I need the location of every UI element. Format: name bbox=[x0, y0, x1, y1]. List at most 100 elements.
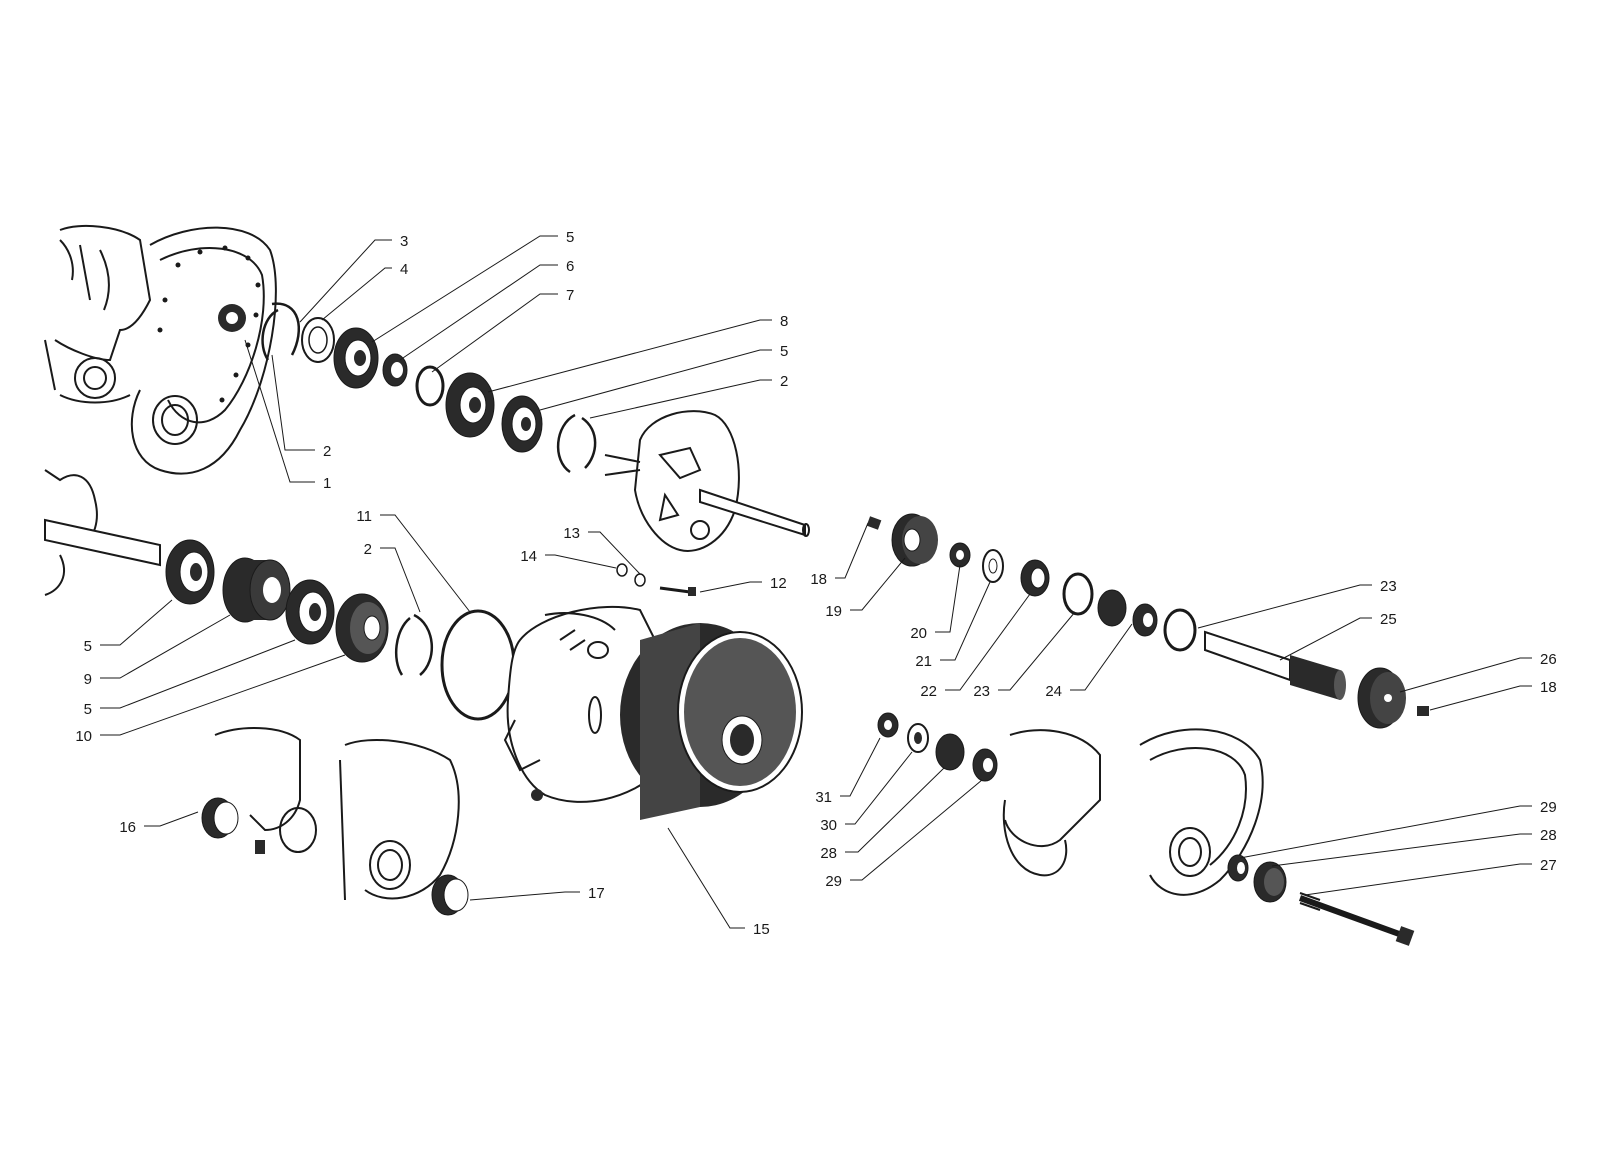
callout-15: 15 bbox=[667, 827, 770, 938]
callout-leader bbox=[399, 264, 558, 361]
callout-leader bbox=[100, 639, 296, 709]
callout-number: 27 bbox=[1540, 857, 1557, 874]
callout-leader bbox=[100, 614, 231, 679]
callout-23: 23 bbox=[973, 611, 1076, 700]
callout-number: 8 bbox=[780, 313, 788, 330]
callout-leader bbox=[850, 557, 906, 611]
callout-number: 14 bbox=[520, 548, 537, 565]
callout-11: 11 bbox=[356, 508, 471, 613]
bearing-5-lower-b bbox=[285, 579, 335, 645]
bearing-5-upper-b bbox=[501, 395, 543, 453]
callout-number: 31 bbox=[815, 789, 832, 806]
generator-housing bbox=[503, 605, 661, 803]
callout-number: 26 bbox=[1540, 651, 1557, 668]
callout-5: 5 bbox=[84, 599, 173, 655]
callout-number: 28 bbox=[820, 845, 837, 862]
ring-23-a bbox=[1062, 572, 1094, 616]
bolt-18-right bbox=[1417, 706, 1429, 716]
bushing-17 bbox=[431, 874, 469, 916]
callout-leader bbox=[469, 891, 580, 901]
callout-leader bbox=[1070, 623, 1133, 691]
nut-13 bbox=[634, 573, 646, 587]
callout-leader bbox=[935, 564, 961, 633]
callout-5: 5 bbox=[539, 343, 788, 411]
spacer-6 bbox=[382, 353, 408, 387]
callout-24: 24 bbox=[1045, 623, 1133, 700]
bushing-16 bbox=[201, 797, 239, 839]
callout-2: 2 bbox=[589, 373, 788, 419]
cone-24-b bbox=[1132, 603, 1158, 637]
callout-28: 28 bbox=[1271, 827, 1557, 867]
callout-28: 28 bbox=[820, 767, 945, 862]
callout-leader bbox=[1279, 617, 1372, 661]
circlip-2-lower bbox=[395, 613, 433, 676]
callout-2: 2 bbox=[271, 354, 331, 460]
callout-number: 28 bbox=[1540, 827, 1557, 844]
bearing-28-left bbox=[935, 733, 965, 771]
callout-leader bbox=[845, 767, 945, 853]
callout-number: 2 bbox=[323, 443, 331, 460]
callout-number: 23 bbox=[973, 683, 990, 700]
callout-number: 4 bbox=[400, 261, 408, 278]
callout-30: 30 bbox=[820, 751, 913, 834]
callout-22: 22 bbox=[920, 593, 1031, 700]
callout-4: 4 bbox=[321, 261, 408, 321]
callout-18: 18 bbox=[1429, 679, 1557, 711]
callout-9: 9 bbox=[84, 614, 231, 688]
callout-5: 5 bbox=[84, 639, 296, 718]
callout-5: 5 bbox=[371, 229, 574, 343]
knob-26 bbox=[1357, 667, 1406, 729]
ring-23-b bbox=[1163, 608, 1197, 652]
callout-leader bbox=[371, 235, 558, 343]
callout-29: 29 bbox=[1239, 799, 1557, 859]
callout-leader bbox=[431, 293, 558, 373]
o-ring-11 bbox=[440, 609, 516, 721]
callout-27: 27 bbox=[1304, 857, 1557, 896]
callout-31: 31 bbox=[815, 737, 881, 806]
callout-number: 5 bbox=[84, 701, 92, 718]
rotor-15 bbox=[620, 623, 803, 820]
callout-25: 25 bbox=[1279, 611, 1397, 661]
bolt-27 bbox=[1298, 892, 1415, 946]
callout-17: 17 bbox=[469, 885, 605, 902]
callout-number: 11 bbox=[356, 508, 372, 525]
callout-number: 5 bbox=[780, 343, 788, 360]
callout-leader bbox=[380, 547, 421, 613]
callout-leader bbox=[1239, 805, 1532, 859]
bearing-9 bbox=[222, 557, 291, 623]
washer-21 bbox=[982, 549, 1004, 583]
callout-1: 1 bbox=[244, 339, 331, 492]
callout-leader bbox=[835, 522, 869, 579]
callout-16: 16 bbox=[119, 811, 199, 836]
callout-number: 5 bbox=[84, 638, 92, 655]
bearing-5-upper-a bbox=[333, 327, 379, 389]
bearing-8 bbox=[445, 372, 495, 438]
shaft-25 bbox=[1204, 630, 1346, 700]
callout-8: 8 bbox=[487, 313, 788, 393]
callout-number: 2 bbox=[364, 541, 372, 558]
callout-number: 24 bbox=[1045, 683, 1062, 700]
callout-leader bbox=[545, 554, 617, 569]
callout-leader bbox=[589, 379, 772, 419]
callout-10: 10 bbox=[75, 654, 346, 745]
callout-19: 19 bbox=[825, 557, 906, 620]
callout-number: 22 bbox=[920, 683, 937, 700]
bearing-28-right bbox=[1253, 861, 1287, 903]
callout-leader bbox=[940, 581, 991, 661]
callout-number: 21 bbox=[915, 653, 932, 670]
cone-29-right bbox=[1227, 854, 1249, 882]
callout-3: 3 bbox=[299, 233, 408, 323]
callout-leader bbox=[299, 239, 392, 323]
callout-number: 6 bbox=[566, 258, 574, 275]
callout-number: 17 bbox=[588, 885, 605, 902]
callout-20: 20 bbox=[910, 564, 961, 642]
cone-29-left bbox=[972, 748, 998, 782]
callout-leader bbox=[244, 339, 315, 483]
callout-leader bbox=[845, 751, 913, 825]
callout-leader bbox=[850, 779, 983, 881]
callout-number: 29 bbox=[825, 873, 842, 890]
callout-leader bbox=[1271, 833, 1532, 867]
callout-29: 29 bbox=[825, 779, 983, 890]
callout-number: 9 bbox=[84, 671, 92, 688]
